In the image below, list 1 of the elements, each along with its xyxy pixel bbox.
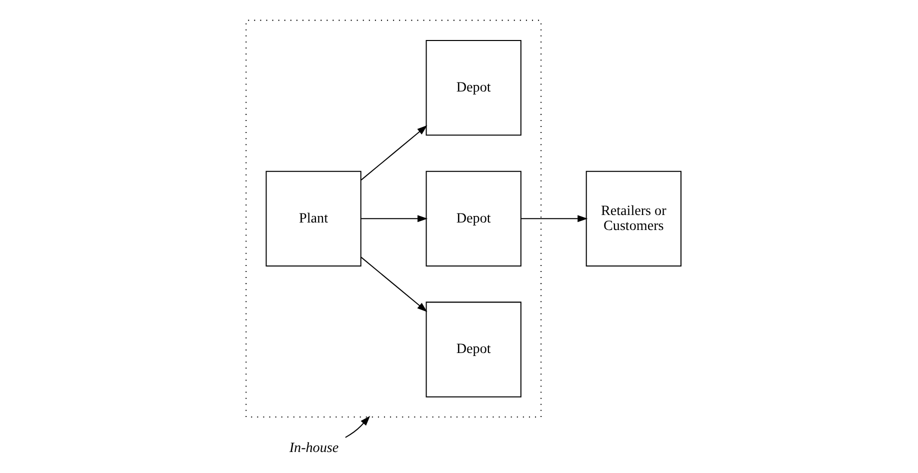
node-text: In-house <box>288 440 338 456</box>
